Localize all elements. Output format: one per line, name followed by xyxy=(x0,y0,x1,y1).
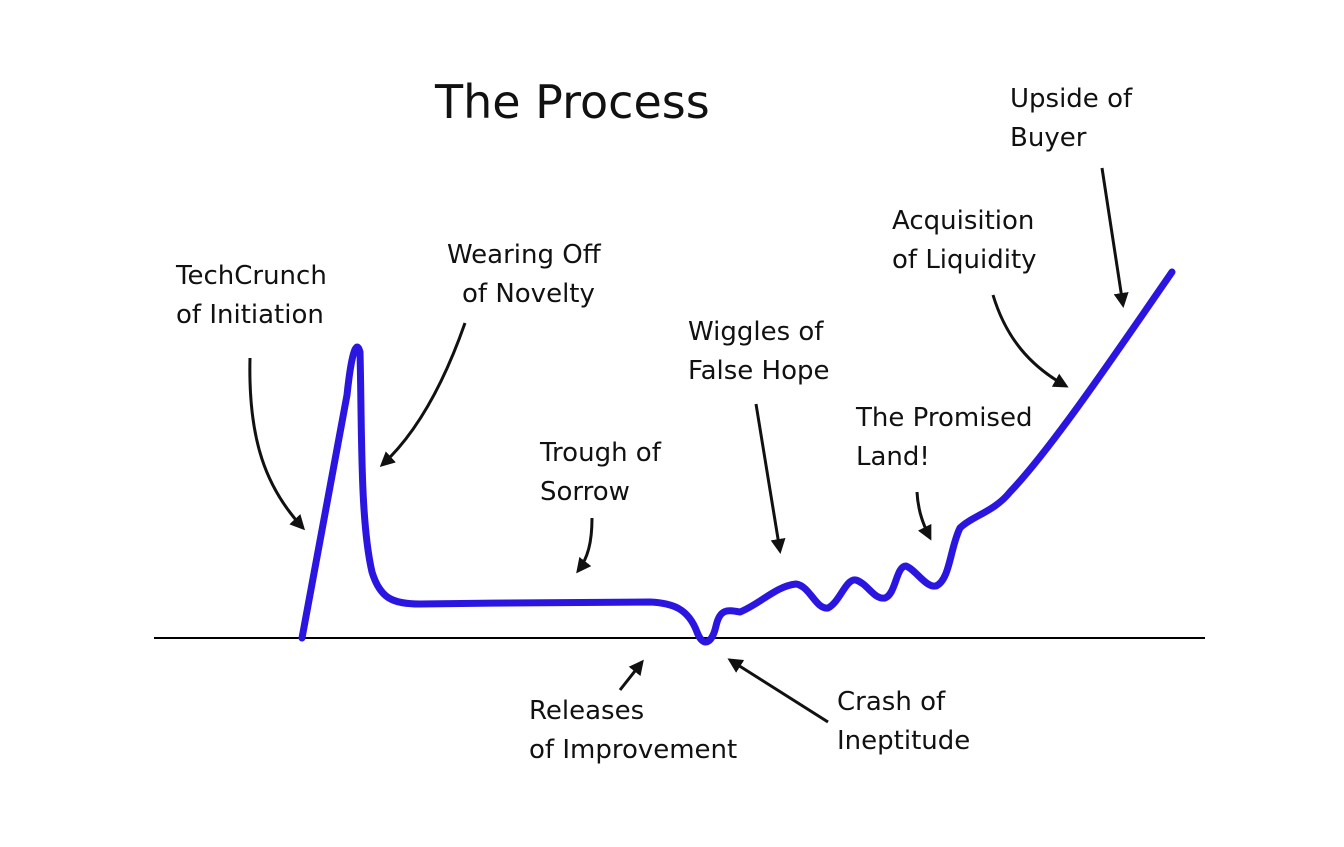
arrow-crash xyxy=(727,658,829,724)
label-promised: The Promised Land! xyxy=(855,403,1041,472)
label-wiggles: Wiggles of False Hope xyxy=(688,317,832,386)
arrow-novelty xyxy=(379,322,467,468)
arrow-trough xyxy=(576,517,594,574)
label-techcrunch: TechCrunch of Initiation xyxy=(175,261,335,330)
label-upside: Upside of Buyer xyxy=(1010,84,1140,153)
arrow-promised xyxy=(915,491,932,541)
arrow-releases xyxy=(618,659,644,691)
label-trough: Trough of Sorrow xyxy=(539,438,669,507)
label-acquisition: Acquisition of Liquidity xyxy=(892,206,1043,275)
process-curve xyxy=(298,268,1176,646)
arrow-techcrunch xyxy=(248,357,306,531)
arrow-acquisition xyxy=(991,294,1069,388)
label-crash: Crash of Ineptitude xyxy=(837,687,970,756)
arrow-upside xyxy=(1100,167,1129,308)
label-releases: Releases of Improvement xyxy=(529,696,737,765)
label-novelty: Wearing Off of Novelty xyxy=(447,240,609,309)
page-title: The Process xyxy=(434,75,710,129)
arrow-wiggles xyxy=(754,403,786,554)
